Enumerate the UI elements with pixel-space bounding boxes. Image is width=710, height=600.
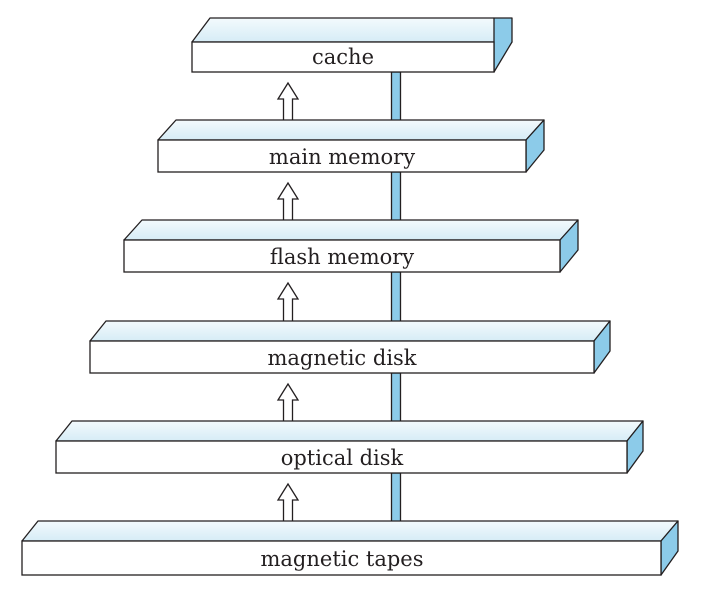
cache-label: cache [312, 45, 374, 69]
transfer-arrows [276, 71, 408, 541]
main-memory-front-face [157, 139, 527, 173]
cache-side-face [493, 17, 513, 73]
flash-memory-front-face [123, 239, 561, 273]
magnetic-disk-label: magnetic disk [267, 346, 416, 370]
optical-disk-top-face [55, 420, 644, 442]
magnetic-disk-top-face [89, 320, 611, 342]
cache-top-face [191, 17, 513, 43]
flash-memory-label: flash memory [270, 245, 414, 269]
optical-disk-label: optical disk [281, 446, 404, 470]
level-cache: cache [191, 17, 513, 73]
level-optical-disk: optical disk [55, 420, 644, 474]
main-memory-top-face [157, 119, 545, 141]
magnetic-tapes-front-face [21, 540, 662, 576]
cache-front-face [191, 41, 495, 73]
optical-disk-front-face [55, 440, 628, 474]
magnetic-tapes-top-face [21, 520, 679, 542]
level-magnetic-tapes: magnetic tapes [21, 520, 679, 576]
level-flash-memory: flash memory [123, 219, 579, 273]
level-main-memory: main memory [157, 119, 545, 173]
main-memory-label: main memory [269, 145, 415, 169]
level-magnetic-disk: magnetic disk [89, 320, 611, 374]
magnetic-disk-front-face [89, 340, 595, 374]
flash-memory-top-face [123, 219, 579, 241]
magnetic-tapes-label: magnetic tapes [260, 547, 423, 571]
